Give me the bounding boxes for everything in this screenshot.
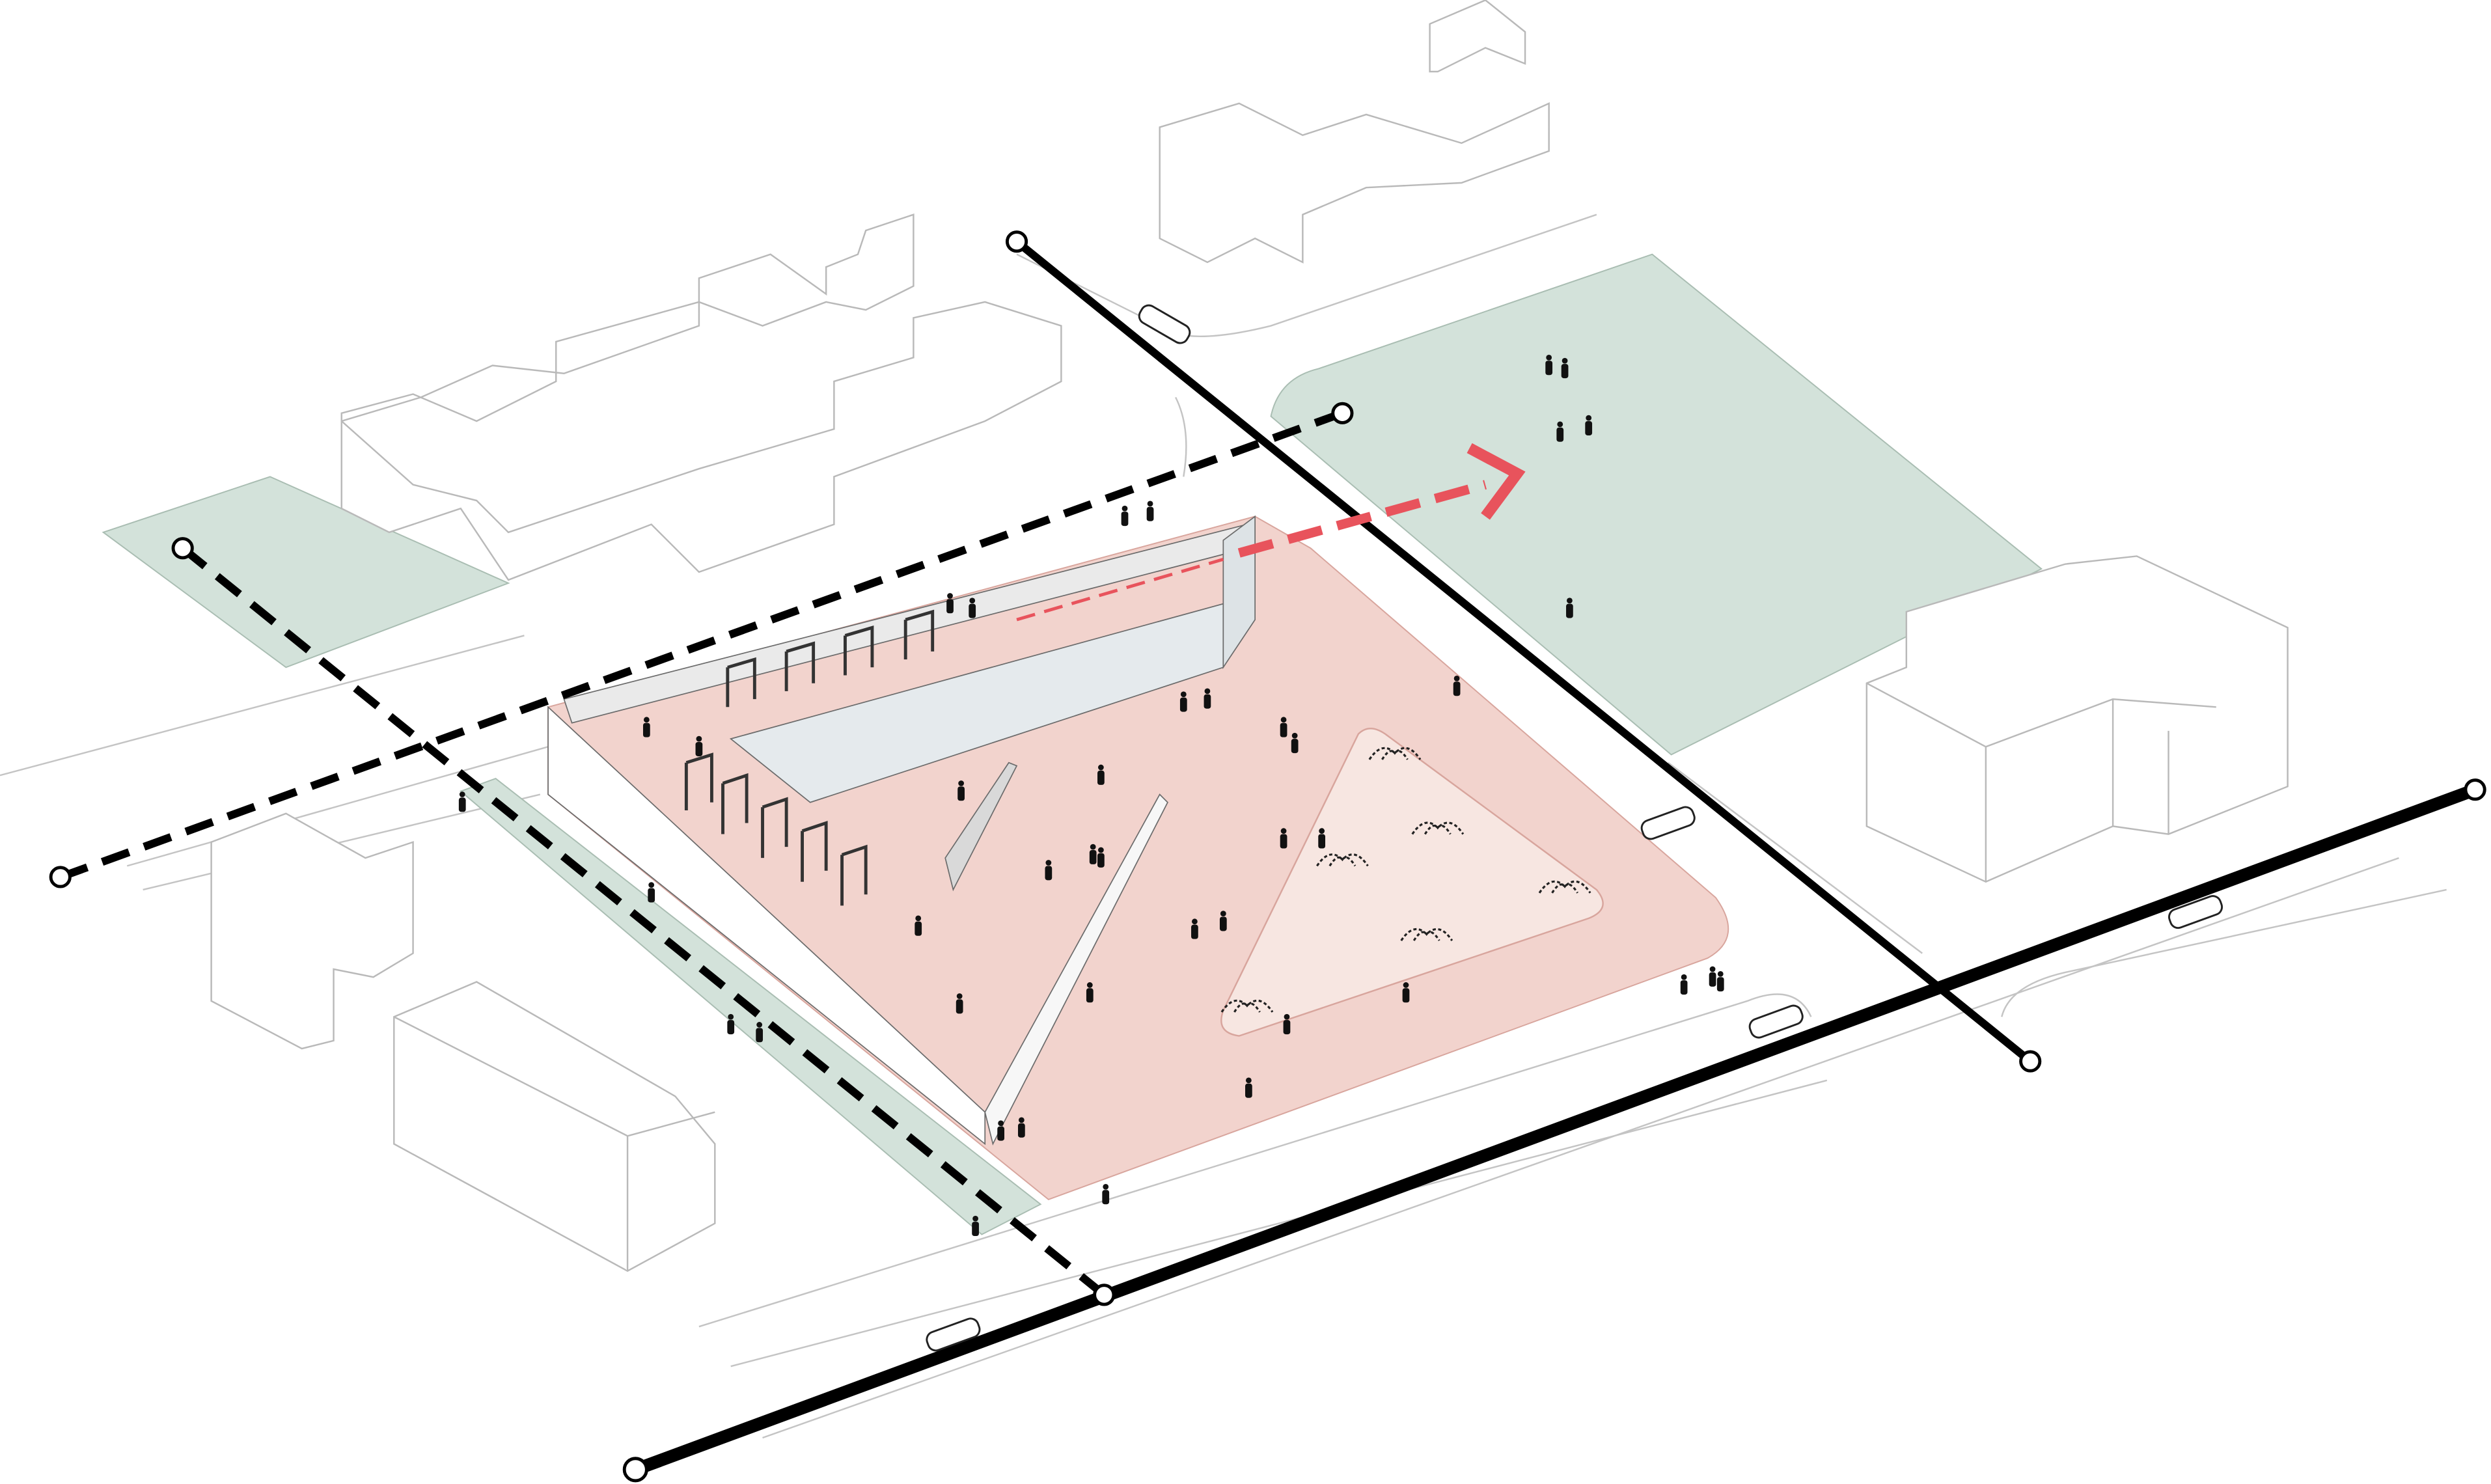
fountain-icon xyxy=(1400,928,1453,941)
person-icon xyxy=(1086,982,1094,1003)
person-icon xyxy=(1291,732,1299,754)
person-icon xyxy=(648,882,655,903)
transit-lines xyxy=(59,238,2477,1476)
person-icon xyxy=(1045,860,1053,881)
person-icon xyxy=(1191,918,1198,939)
person-icon xyxy=(1561,357,1569,379)
station-node-icon xyxy=(2464,778,2486,801)
rail-line-thick xyxy=(633,784,2477,1476)
person-icon xyxy=(957,780,965,801)
person-icon xyxy=(1402,982,1410,1003)
rail-line-solid xyxy=(1014,238,2033,1065)
station-node-icon xyxy=(1331,402,1354,424)
person-icon xyxy=(756,1022,764,1043)
person-icon xyxy=(1017,1117,1025,1138)
person-icon xyxy=(1545,354,1553,376)
fountain-icon xyxy=(1368,747,1422,760)
park-left xyxy=(102,476,510,668)
road-lines xyxy=(0,213,2447,1439)
car-icon xyxy=(2168,895,2223,929)
person-icon xyxy=(915,915,922,936)
person-icon xyxy=(956,993,963,1014)
person-icon xyxy=(1566,598,1573,618)
person-icon xyxy=(972,1215,979,1237)
person-icon xyxy=(1680,974,1688,995)
fountain-area xyxy=(1220,728,1604,1037)
person-icon xyxy=(1089,844,1097,864)
cars xyxy=(926,304,2223,1352)
person-icon xyxy=(642,717,650,737)
fountain-icon xyxy=(1538,880,1591,894)
pergolas xyxy=(684,609,935,906)
fountains xyxy=(1220,747,1591,1013)
person-icon xyxy=(969,598,976,618)
person-icon xyxy=(1219,911,1227,931)
person-icon xyxy=(1556,421,1564,442)
car-icon xyxy=(926,1317,981,1352)
person-icon xyxy=(1146,501,1154,521)
station-node-icon xyxy=(1093,1284,1116,1306)
car-icon xyxy=(1640,806,1696,840)
rail-line-dashed-1 xyxy=(59,409,1344,881)
person-icon xyxy=(1453,675,1461,696)
station-node-icon xyxy=(2019,1050,2042,1073)
pedestrian-flow xyxy=(1016,443,1526,622)
person-icon xyxy=(1102,1183,1110,1205)
people xyxy=(458,354,1724,1237)
station-nodes xyxy=(49,230,2486,1483)
person-icon xyxy=(946,593,954,614)
person-icon xyxy=(458,791,466,812)
person-icon xyxy=(1245,1077,1252,1098)
person-icon xyxy=(1283,1013,1291,1035)
person-icon xyxy=(1318,828,1326,849)
person-icon xyxy=(1585,415,1593,435)
fountain-icon xyxy=(1220,999,1274,1013)
person-icon xyxy=(1204,688,1211,709)
person-icon xyxy=(727,1013,735,1035)
person-icon xyxy=(1709,966,1716,987)
station-node-icon xyxy=(1005,230,1028,253)
car-icon xyxy=(1138,304,1191,344)
station-node-icon xyxy=(49,866,72,888)
person-icon xyxy=(1097,847,1105,868)
fountain-icon xyxy=(1316,853,1369,867)
buildings xyxy=(210,0,2289,1272)
rail-line-dashed-2 xyxy=(180,545,1107,1298)
car-icon xyxy=(1748,1004,1804,1039)
fountain-icon xyxy=(1411,821,1465,835)
person-icon xyxy=(695,735,703,756)
station-node-icon xyxy=(622,1457,648,1483)
person-icon xyxy=(1121,505,1129,527)
person-icon xyxy=(1280,717,1287,737)
person-icon xyxy=(1179,691,1187,712)
person-icon xyxy=(1280,828,1287,849)
person-icon xyxy=(1097,764,1105,785)
park-right xyxy=(1270,253,2043,756)
person-icon xyxy=(1716,970,1724,992)
station-node-icon xyxy=(171,537,194,560)
person-icon xyxy=(997,1120,1005,1141)
arrow-chevron-icon xyxy=(1466,443,1526,520)
